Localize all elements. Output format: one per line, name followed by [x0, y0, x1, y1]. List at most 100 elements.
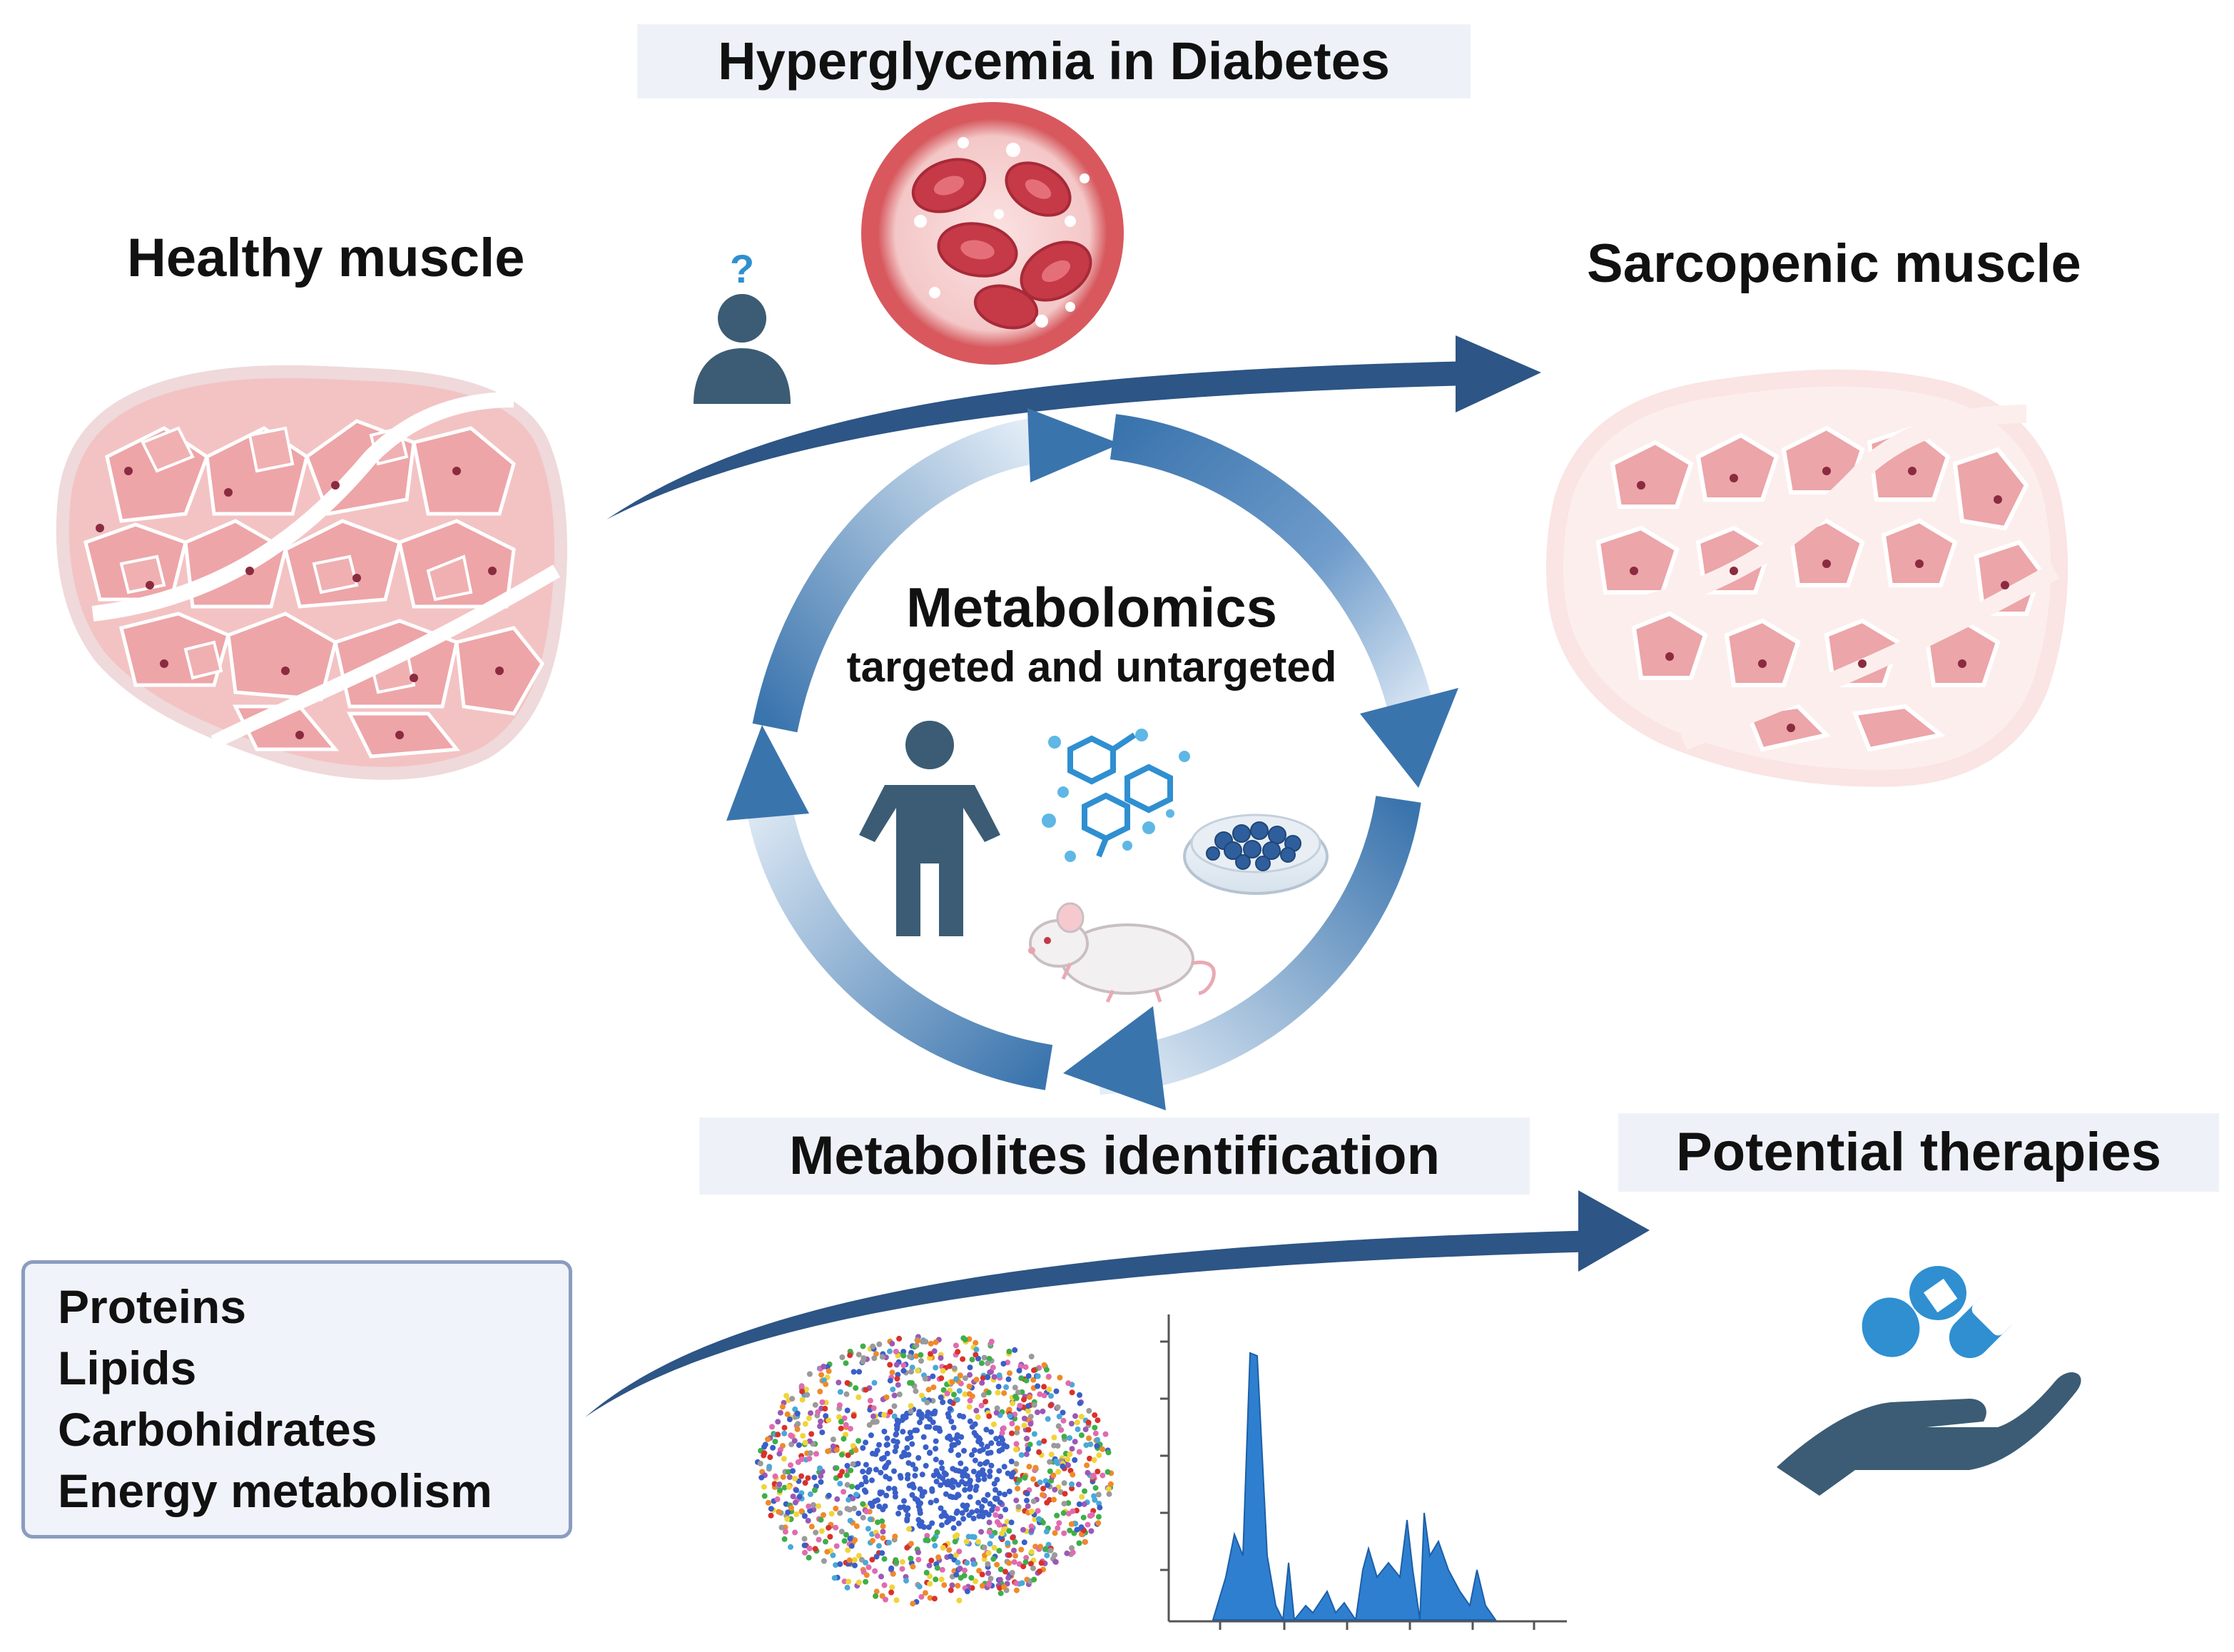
- cluster-dot: [1046, 1387, 1052, 1393]
- cluster-dot: [986, 1356, 992, 1362]
- cluster-dot: [894, 1376, 900, 1382]
- cluster-dot: [1069, 1389, 1075, 1396]
- cluster-dot: [955, 1439, 961, 1446]
- cluster-dot: [1023, 1555, 1030, 1561]
- cluster-dot: [883, 1492, 890, 1499]
- cluster-dot: [887, 1409, 893, 1415]
- cluster-dot: [924, 1399, 930, 1406]
- cluster-dot: [1006, 1560, 1012, 1566]
- cluster-dot: [928, 1340, 934, 1347]
- cluster-dot: [830, 1436, 836, 1443]
- cluster-dot: [1055, 1443, 1061, 1449]
- cluster-dot: [945, 1518, 952, 1524]
- cluster-dot: [798, 1456, 805, 1462]
- cluster-dot: [846, 1496, 852, 1503]
- cluster-dot: [819, 1429, 826, 1436]
- cluster-dot: [954, 1432, 960, 1438]
- cluster-dot: [932, 1543, 938, 1549]
- cluster-dot: [908, 1541, 914, 1547]
- cluster-dot: [900, 1415, 907, 1422]
- cluster-dot: [980, 1375, 986, 1381]
- cluster-dot: [1008, 1519, 1015, 1526]
- cluster-dot: [997, 1566, 1004, 1573]
- cluster-dot: [1022, 1559, 1029, 1565]
- cluster-dot: [985, 1360, 991, 1367]
- cluster-dot: [945, 1411, 951, 1417]
- cluster-dot: [1095, 1436, 1101, 1443]
- cluster-dot: [844, 1463, 851, 1469]
- cluster-dot: [1082, 1539, 1088, 1545]
- cluster-dot: [997, 1576, 1003, 1583]
- cluster-dot: [765, 1499, 771, 1506]
- cluster-dot: [853, 1447, 859, 1454]
- cluster-dot: [942, 1479, 948, 1486]
- cluster-dot: [990, 1364, 996, 1371]
- cluster-dot: [778, 1524, 785, 1531]
- cluster-dot: [1051, 1496, 1057, 1503]
- cluster-dot: [1091, 1457, 1097, 1463]
- cluster-dot: [831, 1575, 838, 1581]
- cluster-dot: [803, 1387, 809, 1392]
- cluster-dot: [908, 1556, 914, 1561]
- cluster-dot: [847, 1518, 853, 1524]
- cluster-dot: [959, 1510, 965, 1516]
- cluster-dot: [878, 1469, 884, 1476]
- cluster-dot: [826, 1368, 832, 1374]
- cluster-dot: [891, 1392, 898, 1399]
- cluster-dot: [930, 1419, 936, 1426]
- cluster-dot: [938, 1513, 945, 1519]
- cluster-dot: [940, 1475, 946, 1481]
- cluster-dot: [757, 1460, 763, 1466]
- cluster-dot: [880, 1523, 886, 1529]
- cluster-dot: [1027, 1441, 1033, 1448]
- cluster-dot: [918, 1358, 924, 1364]
- cluster-dot: [1086, 1435, 1092, 1441]
- cluster-dot: [1028, 1549, 1035, 1555]
- cluster-dot: [888, 1589, 895, 1596]
- cluster-dot: [1014, 1425, 1020, 1431]
- cluster-dot: [991, 1544, 997, 1551]
- cluster-dot: [987, 1468, 993, 1474]
- cluster-dot: [1007, 1413, 1013, 1419]
- cluster-dot: [1044, 1499, 1050, 1506]
- cluster-dot: [782, 1529, 788, 1535]
- cluster-dot: [952, 1479, 958, 1485]
- cluster-dot: [838, 1529, 845, 1535]
- cluster-dot: [1085, 1469, 1091, 1476]
- molecules-icon: [1042, 729, 1190, 862]
- metabolomics-cycle: [726, 408, 1458, 1110]
- cluster-dot: [792, 1499, 798, 1506]
- cluster-dot: [792, 1476, 798, 1481]
- cluster-dot: [976, 1568, 983, 1574]
- cluster-dot: [892, 1534, 898, 1540]
- cluster-dot: [1095, 1469, 1101, 1475]
- cluster-dot: [1013, 1587, 1020, 1593]
- cluster-dot: [973, 1578, 979, 1584]
- cluster-dot: [1069, 1485, 1075, 1491]
- cluster-dot: [893, 1431, 900, 1437]
- cluster-dot: [1036, 1449, 1042, 1455]
- cluster-dot: [1054, 1512, 1060, 1519]
- cluster-dot: [767, 1454, 773, 1460]
- cluster-dot: [815, 1409, 821, 1415]
- cluster-dot: [920, 1339, 926, 1344]
- cluster-dot: [915, 1497, 920, 1504]
- cluster-dot: [1024, 1435, 1030, 1441]
- cluster-dot: [1107, 1481, 1114, 1487]
- cluster-dot: [863, 1509, 870, 1515]
- cluster-dot: [813, 1529, 819, 1536]
- cluster-dot: [818, 1516, 824, 1523]
- cluster-dot: [1001, 1464, 1007, 1470]
- cluster-dot: [870, 1538, 875, 1544]
- cluster-dot: [1009, 1474, 1015, 1480]
- cluster-dot: [793, 1511, 800, 1517]
- cluster-dot: [967, 1494, 973, 1500]
- cluster-dot: [967, 1364, 973, 1371]
- cluster-dot: [1069, 1446, 1075, 1452]
- cluster-dot: [1041, 1384, 1047, 1390]
- cluster-dot: [969, 1393, 975, 1399]
- cluster-dot: [817, 1465, 823, 1471]
- cluster-dot: [951, 1365, 958, 1372]
- cluster-dot: [1047, 1402, 1054, 1409]
- cluster-dot: [881, 1582, 888, 1588]
